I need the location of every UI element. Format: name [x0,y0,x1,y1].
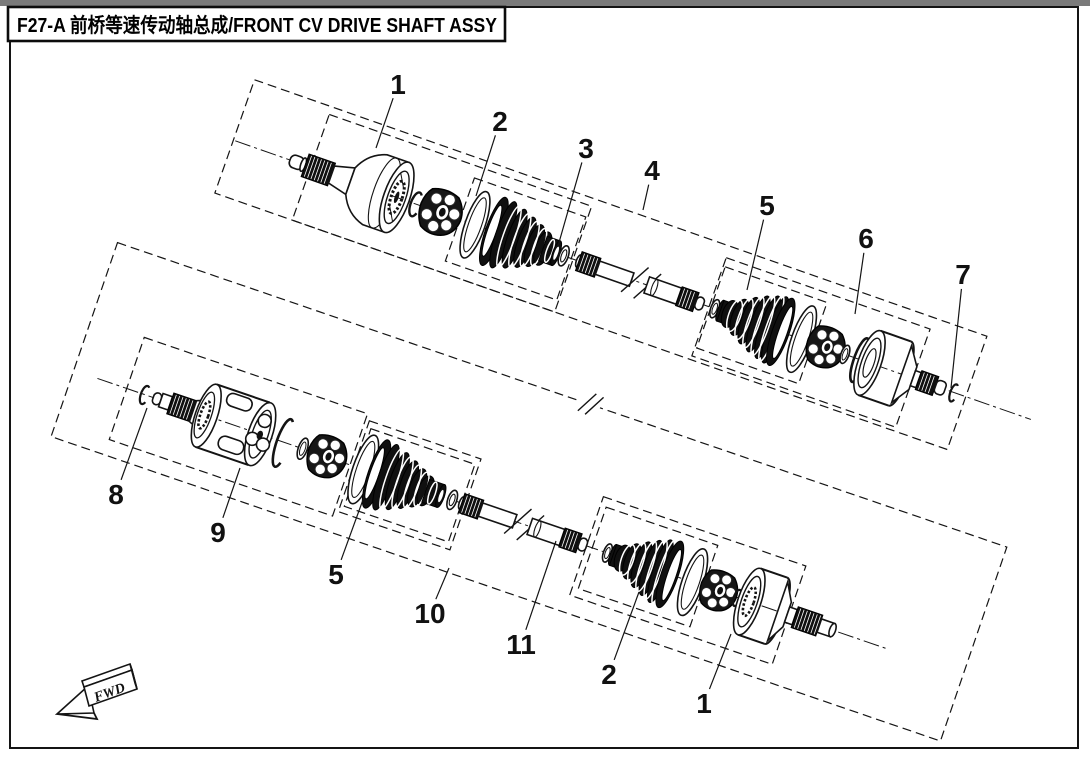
housing-window [217,435,245,456]
callout-leader [120,407,148,481]
callout-leader [375,97,394,149]
spacer-ring [296,437,310,461]
title-block: F27-A 前桥等速传动轴总成/FRONT CV DRIVE SHAFT ASS… [6,5,507,43]
callout-leader [854,252,865,315]
box-edge-break-symbol [576,393,605,415]
fwd-arrow: FWD [54,662,138,721]
circlip-small [948,383,959,403]
callout-number-2: 2 [601,659,617,690]
callout-leader [746,219,765,291]
outer-stub-shaft [783,605,837,638]
circlip [408,191,423,218]
spacer-ring [839,344,851,365]
callout-leader [525,540,557,630]
callout-leader [613,591,640,661]
callout-leader [557,162,583,247]
callout-leader [642,184,650,211]
callout-number-7: 7 [955,259,971,290]
cv-boot [479,196,563,269]
window-top-strip [0,0,1090,6]
boot-band-large [785,305,818,374]
cv-inner-housing [853,329,918,407]
callout-number-1: 1 [390,69,406,100]
boot-clamp-small [446,489,459,511]
callout-leader [950,288,963,389]
boot-band-large [459,190,491,259]
callouts-layer: 1 2 3 4 5 6 7 8 9 5 10 11 2 1 [108,69,971,719]
callout-number-6: 6 [858,223,874,254]
callout-leader [340,496,365,561]
cv-inner-housing [190,383,277,467]
callout-leader [708,633,732,690]
callout-number-4: 4 [644,155,660,186]
callout-number-1: 1 [696,688,712,719]
cv-outer-housing [732,567,793,645]
snap-ring [271,417,295,468]
outer-stub-shaft [288,153,357,196]
cv-boot [361,439,447,511]
callout-number-5: 5 [759,190,775,221]
callout-number-8: 8 [108,479,124,510]
snap-ring [849,337,871,384]
half-shaft-lower [457,493,589,554]
lower-drive-shaft-assembly [50,241,1008,742]
callout-number-10: 10 [414,598,445,629]
ball-cage [300,429,354,484]
assembly-box-10 [50,241,1008,742]
callout-leader [475,135,496,197]
cv-outer-housing [344,153,415,234]
cv-boot-outer [607,539,685,609]
callout-leader [222,467,241,519]
circlip-small [138,384,151,406]
callout-number-5: 5 [328,559,344,590]
page-title: F27-A 前桥等速传动轴总成/FRONT CV DRIVE SHAFT ASS… [17,13,498,37]
housing-window [225,392,253,412]
callout-number-9: 9 [210,517,226,548]
half-shaft-upper [574,251,706,313]
callout-number-11: 11 [506,629,536,660]
boot-clamp-small [557,245,570,267]
upper-drive-shaft-assembly [214,79,1032,451]
cv-boot-inner [715,295,796,366]
inner-joint-box-9 [108,336,369,517]
callout-leader [435,567,450,600]
page-border [9,6,1079,749]
inner-stub-shaft [909,369,948,397]
callout-number-2: 2 [492,106,508,137]
callout-number-3: 3 [578,133,594,164]
